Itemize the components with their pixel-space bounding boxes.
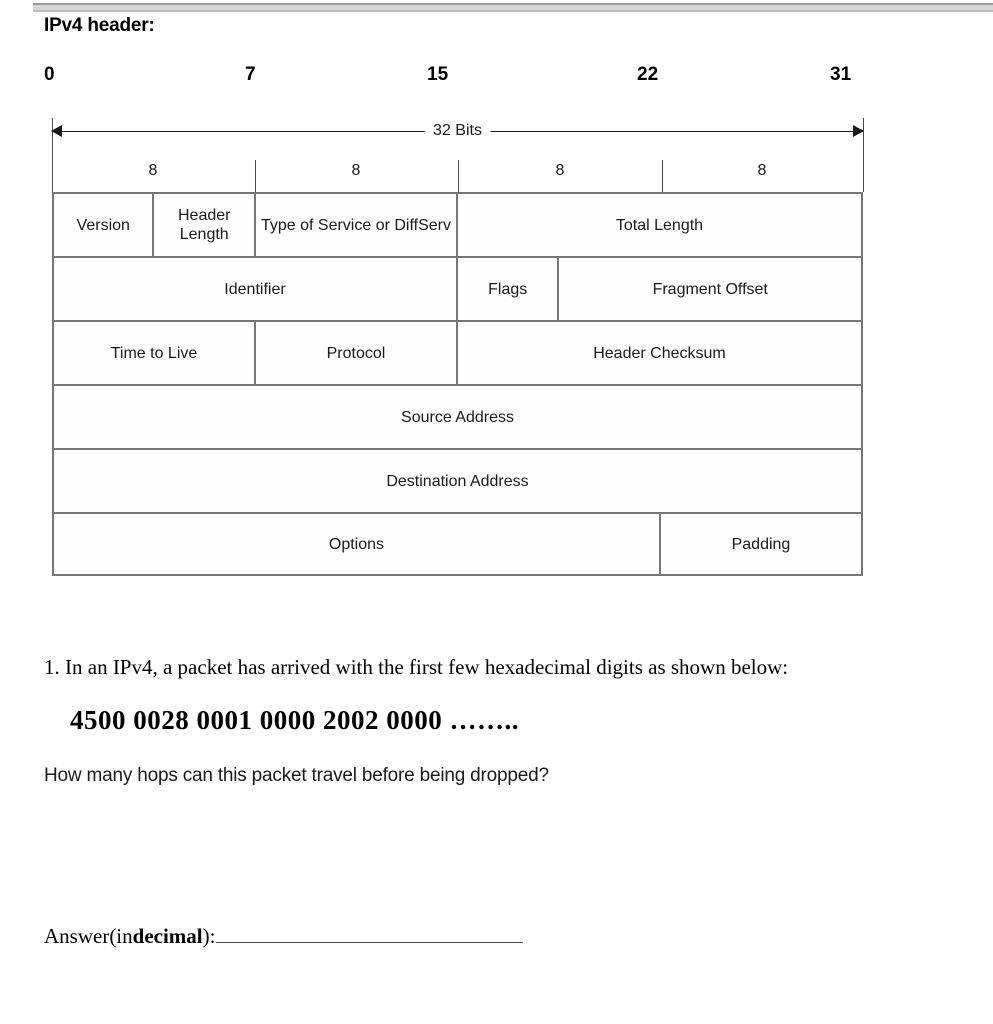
header-field-padding: Padding: [731, 535, 791, 553]
question-statement: 1. In an IPv4, a packet has arrived with…: [44, 655, 789, 679]
bit-position-ruler: 0 7 15 22 31: [0, 64, 993, 96]
header-field-time-to-live: Time to Live: [54, 322, 256, 384]
bit-label-22: 22: [637, 64, 659, 85]
page-top-rule: [33, 3, 993, 12]
question-hex-digits: 4500 0028 0001 0000 2002 0000 ……..: [70, 705, 519, 735]
arrow-head-left-icon: [51, 125, 62, 137]
question-prompt: How many hops can this packet travel bef…: [44, 765, 549, 786]
header-field-identifier: Identifier: [54, 258, 458, 320]
header-field-total-length: Total Length: [615, 216, 704, 234]
bit-label-31: 31: [830, 64, 852, 85]
bit-label-7: 7: [245, 64, 256, 85]
bit-label-0: 0: [44, 64, 55, 85]
header-field-row: Destination Address: [52, 448, 863, 512]
octet-label-3: 8: [757, 162, 767, 179]
header-field-row: Source Address: [52, 384, 863, 448]
answer-row: Answer(in decimal):: [44, 920, 524, 949]
header-field-flags: Flags: [458, 258, 560, 320]
span-arrow-32bits: 32 Bits: [51, 122, 864, 140]
header-field-options: Options: [54, 514, 661, 574]
octet-tick-3: [662, 160, 663, 192]
octet-tick-1: [255, 160, 256, 192]
header-field-row: Options Padding: [52, 512, 863, 576]
page-title: IPv4 header:: [44, 15, 155, 36]
octet-tick-0: [52, 160, 53, 192]
octet-label-0: 8: [148, 162, 158, 179]
answer-blank-field[interactable]: [216, 920, 524, 944]
header-field-protocol: Protocol: [256, 322, 458, 384]
answer-label-emphasis: decimal: [132, 924, 203, 949]
header-field-version: Version: [54, 194, 155, 256]
header-field-source-address: Source Address: [401, 408, 514, 426]
header-field-header-length: Header Length: [154, 194, 256, 256]
header-field-fragment-offset: Fragment Offset: [652, 280, 768, 298]
octet-label-2: 8: [555, 162, 565, 179]
octet-ruler: 8 8 8 8: [0, 160, 993, 192]
answer-label-suffix: ):: [202, 924, 216, 949]
span-arrow-label: 32 Bits: [424, 122, 491, 140]
octet-tick-4: [863, 160, 864, 192]
header-field-type-of-service-or-diffserv: Type of Service or DiffServ: [256, 194, 458, 256]
octet-tick-2: [458, 160, 459, 192]
arrow-head-right-icon: [853, 125, 864, 137]
span-cap-right: [863, 118, 864, 192]
answer-label-prefix: Answer(in: [44, 924, 133, 949]
span-cap-left: [52, 118, 53, 192]
bit-label-15: 15: [427, 64, 449, 85]
octet-label-1: 8: [351, 162, 361, 179]
header-field-destination-address: Destination Address: [386, 472, 529, 490]
header-field-header-checksum: Header Checksum: [593, 344, 726, 362]
